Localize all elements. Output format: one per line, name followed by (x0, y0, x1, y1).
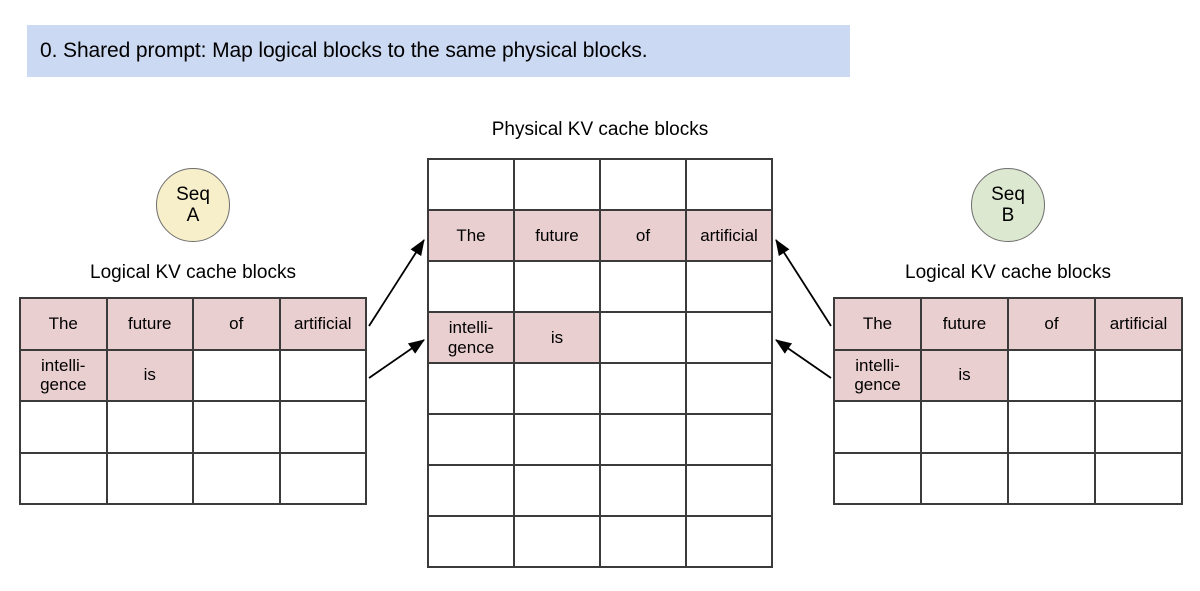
physical-cell (429, 415, 515, 466)
physical-cell (515, 262, 601, 313)
seq-b-logical-cell (1096, 350, 1183, 402)
seq-b-logical-cell (922, 453, 1009, 505)
physical-cell (601, 160, 687, 211)
seq-a-logical-cell (194, 453, 281, 505)
physical-cell (515, 415, 601, 466)
seq-a-logical-cell: artificial (280, 299, 367, 351)
seq-a-logical-cell (107, 402, 194, 454)
seq-b-logical-cell (1096, 453, 1183, 505)
seq-b-row1-to-physical-row2-arrow (775, 239, 832, 327)
seq-b-logical-cell (835, 402, 922, 454)
physical-cell: intelli-gence (429, 313, 515, 364)
seq-b-logical-cell (1096, 402, 1183, 454)
shared-prompt-banner: 0. Shared prompt: Map logical blocks to … (27, 25, 850, 77)
physical-cell (601, 517, 687, 568)
seq-b-logical-cell: intelli-gence (835, 350, 922, 402)
seq-a-logical-cell: intelli-gence (21, 350, 108, 402)
seq-b-logical-cell: The (835, 299, 922, 351)
seq-b-logical-cell (835, 453, 922, 505)
seq-a-logical-cell: The (21, 299, 108, 351)
physical-cell (687, 262, 773, 313)
seq-a-row2-to-physical-row4-arrow (368, 339, 425, 379)
seq-b-label-line1: Seq (991, 183, 1025, 205)
physical-cell (687, 313, 773, 364)
seq-a-logical-cell (21, 402, 108, 454)
seq-b-badge: Seq B (971, 168, 1045, 242)
physical-cell (687, 364, 773, 415)
seq-a-logical-cell (21, 453, 108, 505)
physical-caption: Physical KV cache blocks (491, 119, 709, 140)
seq-b-row2-to-physical-row4-arrow (775, 339, 832, 379)
seq-b-logical-cell (1009, 453, 1096, 505)
shared-prompt-text: 0. Shared prompt: Map logical blocks to … (40, 39, 648, 63)
physical-cell (601, 364, 687, 415)
physical-cell (687, 415, 773, 466)
seq-a-logical-cell: future (107, 299, 194, 351)
seq-b-logical-cell: is (922, 350, 1009, 402)
physical-cell (687, 160, 773, 211)
physical-cell (429, 517, 515, 568)
physical-cell (429, 262, 515, 313)
seq-a-caption: Logical KV cache blocks (90, 262, 296, 283)
physical-cell: is (515, 313, 601, 364)
seq-b-logical-cell: of (1009, 299, 1096, 351)
physical-cell: of (601, 211, 687, 262)
physical-cell (515, 160, 601, 211)
seq-a-logical-cell: of (194, 299, 281, 351)
seq-b-caption: Logical KV cache blocks (905, 262, 1111, 283)
seq-a-logical-cell (280, 350, 367, 402)
seq-b-logical-cell (1009, 402, 1096, 454)
physical-cell (601, 313, 687, 364)
physical-cell (601, 466, 687, 517)
physical-cell (515, 364, 601, 415)
physical-cell (429, 364, 515, 415)
physical-cell (687, 466, 773, 517)
physical-cell (687, 517, 773, 568)
seq-b-logical-cell: artificial (1096, 299, 1183, 351)
seq-b-label-line2: B (1001, 205, 1015, 226)
physical-cell: future (515, 211, 601, 262)
seq-a-logical-cell (280, 453, 367, 505)
physical-cell (515, 466, 601, 517)
seq-a-logical-cell (194, 402, 281, 454)
seq-b-logical-cell: future (922, 299, 1009, 351)
seq-a-logical-cell (107, 453, 194, 505)
seq-a-label-line1: Seq (176, 183, 210, 205)
seq-a-logical-cell: is (107, 350, 194, 402)
physical-cell (515, 517, 601, 568)
physical-cell (601, 262, 687, 313)
seq-a-logical-cell (280, 402, 367, 454)
physical-cell (601, 415, 687, 466)
seq-a-badge: Seq A (156, 168, 230, 242)
physical-cell: The (429, 211, 515, 262)
physical-cell: artificial (687, 211, 773, 262)
seq-a-label-line2: A (186, 205, 200, 226)
seq-a-logical-cell (194, 350, 281, 402)
seq-b-logical-cell (922, 402, 1009, 454)
physical-cell (429, 466, 515, 517)
seq-a-row1-to-physical-row2-arrow (368, 239, 425, 327)
physical-cell (429, 160, 515, 211)
seq-b-logical-cell (1009, 350, 1096, 402)
